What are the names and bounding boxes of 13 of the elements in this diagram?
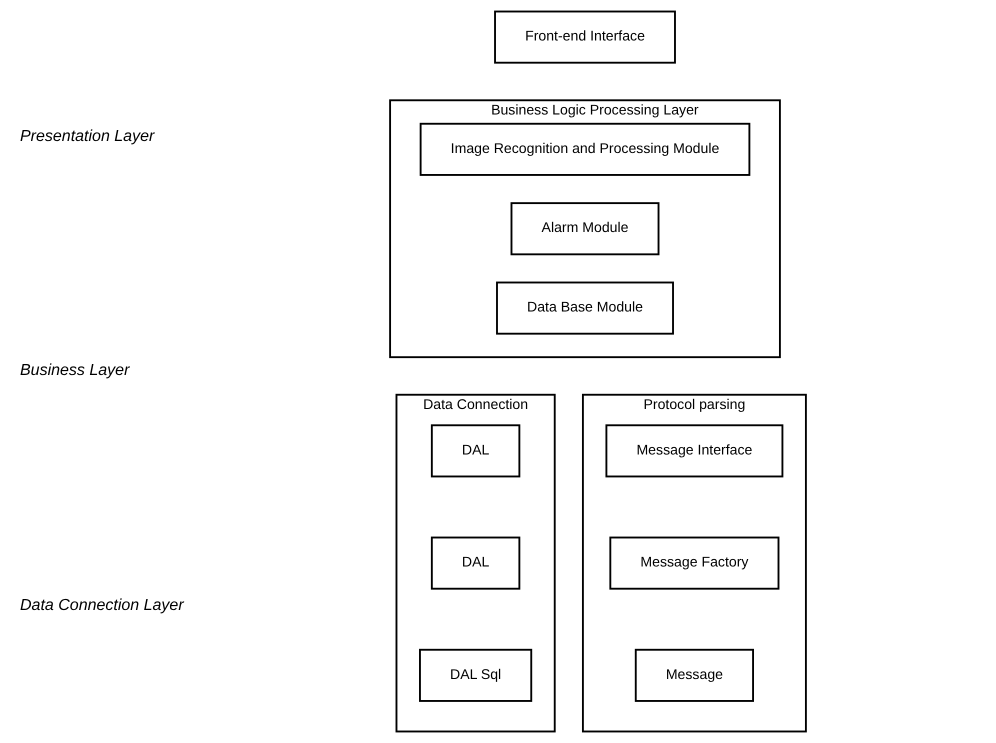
node-box: Alarm Module: [510, 202, 660, 256]
node-box: DAL: [430, 424, 520, 478]
node-box: Message Interface: [605, 424, 784, 478]
layer-label: Data Connection Layer: [19, 596, 186, 615]
node-box: Image Recognition and Processing Module: [420, 122, 750, 176]
node-box: Data Base Module: [496, 282, 674, 335]
node-box: Front-end Interface: [494, 10, 676, 64]
node-box: Message Factory: [609, 536, 780, 590]
layer-label: Presentation Layer: [19, 128, 156, 146]
layer-label: Business Layer: [19, 362, 131, 380]
node-box: Message: [634, 648, 754, 702]
node-box: DAL Sql: [419, 648, 532, 702]
node-box: DAL: [430, 536, 520, 590]
